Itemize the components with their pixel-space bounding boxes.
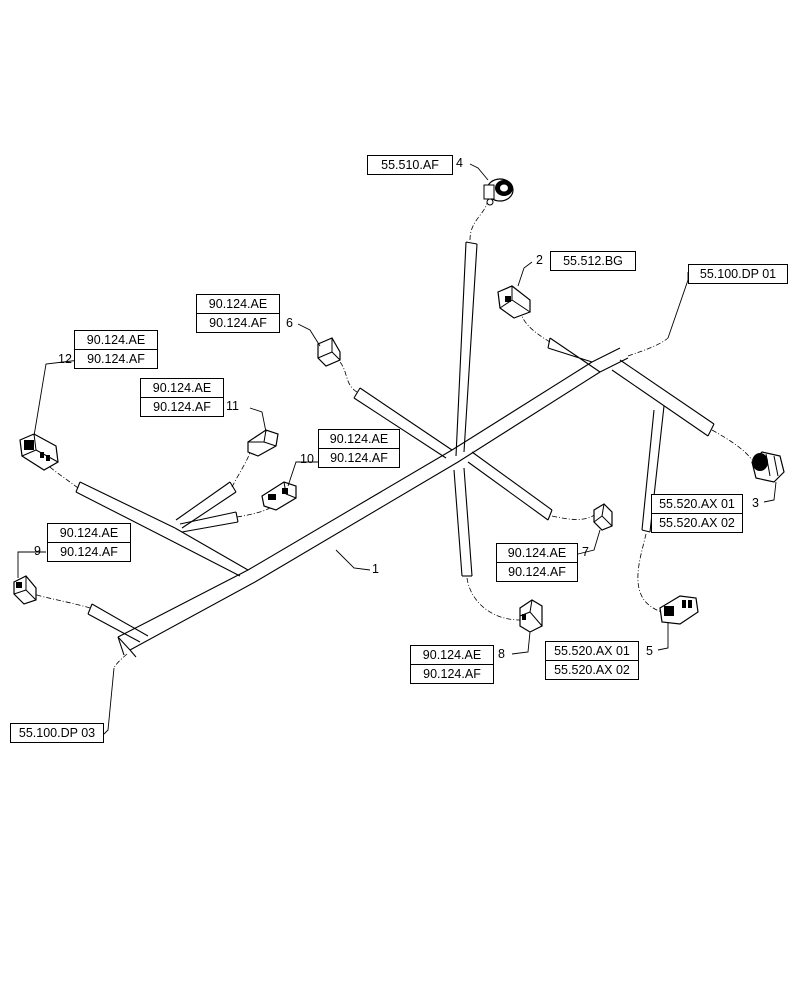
ref-box-8: 90.124.AE 90.124.AF [410,645,494,684]
callout-8: 8 [498,647,505,661]
ref-box-4: 55.510.AF [367,155,453,175]
ref-code: 90.124.AF [75,349,157,368]
ref-code: 90.124.AE [208,297,268,311]
ref-code: 90.124.AE [86,333,146,347]
connector-6 [317,337,341,367]
callout-3: 3 [752,496,759,510]
callout-12: 12 [58,352,72,366]
ref-code: 90.124.AE [507,546,567,560]
ref-box-11: 90.124.AE 90.124.AF [140,378,224,417]
ref-box-7: 90.124.AE 90.124.AF [496,543,578,582]
callout-1: 1 [372,562,379,576]
ref-code: 55.520.AX 01 [659,497,735,511]
ref-code: 90.124.AF [497,562,577,581]
callout-9: 9 [34,544,41,558]
ref-box-6: 90.124.AE 90.124.AF [196,294,280,333]
ref-code: 90.124.AF [48,542,130,561]
connector-5 [659,595,699,625]
ref-code: 55.520.AX 01 [554,644,630,658]
callout-11: 11 [226,399,239,413]
ref-code: 55.100.DP 03 [18,726,96,740]
connector-2 [497,285,531,319]
callout-10: 10 [300,452,314,466]
ref-code: 90.124.AE [329,432,389,446]
ref-box-3: 55.520.AX 01 55.520.AX 02 [651,494,743,533]
ref-code: 55.510.AF [381,158,439,172]
connector-4 [483,178,514,206]
callout-4: 4 [456,156,463,170]
ref-box-5: 55.520.AX 01 55.520.AX 02 [545,641,639,680]
connector-8 [519,599,543,633]
ref-box-12: 90.124.AE 90.124.AF [74,330,158,369]
ref-code: 55.512.BG [563,254,623,268]
ref-box-2: 55.512.BG [550,251,636,271]
ref-box-10: 90.124.AE 90.124.AF [318,429,400,468]
harness-left-branches [75,481,249,658]
leader-lines [17,163,777,735]
ref-code: 55.100.DP 01 [699,267,777,281]
callout-5: 5 [646,644,653,658]
ref-code: 55.520.AX 02 [546,660,638,679]
connector-9 [13,575,37,605]
ref-code: 90.124.AE [59,526,119,540]
harness-center-junction [353,241,553,577]
ref-code: 90.124.AE [152,381,212,395]
ref-box-dp03: 55.100.DP 03 [10,723,104,743]
callout-7: 7 [582,545,589,559]
callout-2: 2 [536,253,543,267]
ref-box-dp01: 55.100.DP 01 [688,264,788,284]
connector-10 [261,481,297,511]
callout-6: 6 [286,316,293,330]
connector-7 [593,503,613,531]
harness-main-branch [117,337,715,651]
ref-code: 90.124.AF [319,448,399,467]
ref-box-9: 90.124.AE 90.124.AF [47,523,131,562]
ref-code: 90.124.AF [411,664,493,683]
connector-3 [751,451,785,483]
ref-code: 90.124.AF [141,397,223,416]
ref-code: 90.124.AE [422,648,482,662]
ref-code: 55.520.AX 02 [652,513,742,532]
ref-code: 90.124.AF [197,313,279,332]
connector-11 [247,429,279,457]
connector-12 [19,433,59,471]
